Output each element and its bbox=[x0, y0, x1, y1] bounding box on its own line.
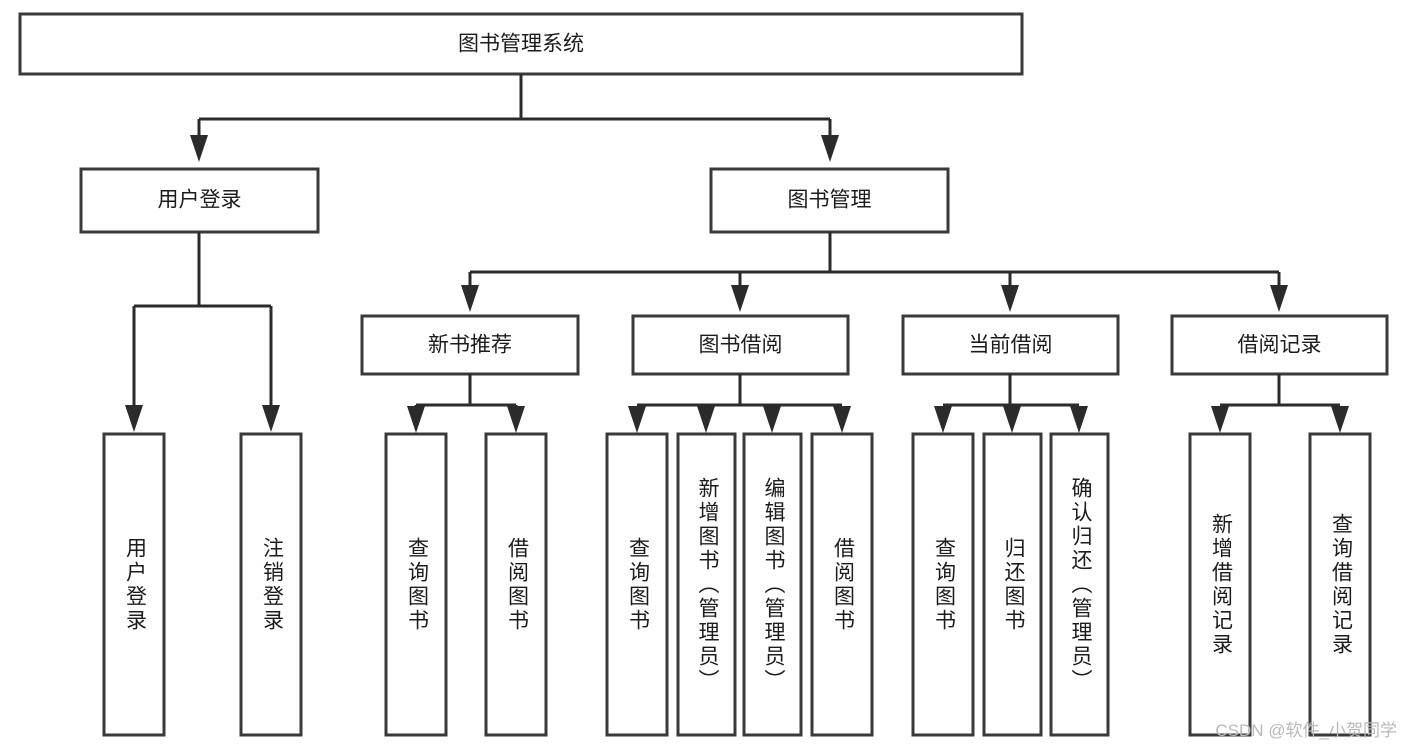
node-root-label: 图书管理系统 bbox=[458, 33, 584, 56]
node-level3-0-label: 新书推荐 bbox=[428, 334, 512, 357]
arrow-currentborrow-leaf-2 bbox=[1003, 406, 1021, 433]
leaf-box-10[interactable] bbox=[1049, 432, 1110, 737]
arrow-to-user-login bbox=[190, 135, 208, 162]
leaf-boxes bbox=[102, 432, 1372, 737]
connector-root-to-level2 bbox=[190, 74, 839, 162]
arrow-bookborrow-leaf-1 bbox=[628, 406, 646, 433]
connector-userlogin-to-leaves bbox=[125, 232, 280, 432]
leaf-box-8[interactable] bbox=[911, 432, 975, 737]
node-level2-1-label: 图书管理 bbox=[788, 189, 872, 212]
arrow-bookborrow-leaf-2 bbox=[697, 406, 715, 433]
arrow-borrowrecord-leaf-1 bbox=[1211, 406, 1229, 433]
arrow-bookborrow-leaf-4 bbox=[833, 406, 851, 433]
node-level3-1-label: 图书借阅 bbox=[699, 334, 783, 357]
leaf-box-2[interactable] bbox=[384, 432, 448, 737]
arrow-currentborrow-leaf-1 bbox=[934, 406, 952, 433]
node-level3-2-label: 当前借阅 bbox=[969, 334, 1053, 357]
leaf-box-5[interactable] bbox=[676, 432, 737, 737]
arrow-borrowrecord-leaf-2 bbox=[1331, 406, 1349, 433]
csdn-watermark: CSDN @软件_小贺同学 bbox=[1215, 721, 1397, 740]
node-level3-1[interactable]: 图书借阅 bbox=[631, 314, 850, 376]
node-level3-0[interactable]: 新书推荐 bbox=[360, 314, 580, 376]
node-level2-0[interactable]: 用户登录 bbox=[79, 167, 320, 234]
node-level2-1[interactable]: 图书管理 bbox=[709, 167, 950, 234]
arrow-to-borrow-record bbox=[1270, 285, 1288, 312]
node-level3-3[interactable]: 借阅记录 bbox=[1170, 314, 1389, 376]
leaf-box-11[interactable] bbox=[1188, 432, 1252, 737]
arrow-to-book-borrow bbox=[731, 285, 749, 312]
connector-currentborrow-to-leaves bbox=[934, 374, 1088, 433]
leaf-box-7[interactable] bbox=[810, 432, 874, 737]
connector-newbook-to-leaves bbox=[407, 374, 525, 433]
arrow-bookborrow-leaf-3 bbox=[763, 406, 781, 433]
arrow-currentborrow-leaf-3 bbox=[1070, 406, 1088, 433]
node-root[interactable]: 图书管理系统 bbox=[18, 12, 1024, 76]
arrow-to-leaf-user-login bbox=[125, 405, 143, 432]
arrow-to-book-mgmt bbox=[821, 135, 839, 162]
leaf-box-6[interactable] bbox=[742, 432, 803, 737]
leaf-box-3[interactable] bbox=[484, 432, 548, 737]
leaf-box-9[interactable] bbox=[982, 432, 1043, 737]
leaf-box-1[interactable] bbox=[239, 432, 303, 737]
leaf-box-0[interactable] bbox=[102, 432, 166, 737]
arrow-newbook-leaf-2 bbox=[507, 406, 525, 433]
leaf-box-4[interactable] bbox=[605, 432, 669, 737]
arrow-to-new-book-rec bbox=[461, 285, 479, 312]
connector-bookborrow-to-leaves bbox=[628, 374, 851, 433]
connector-bookmgmt-to-level3 bbox=[461, 232, 1288, 312]
arrow-to-leaf-logout bbox=[262, 405, 280, 432]
node-level3-3-label: 借阅记录 bbox=[1238, 334, 1322, 357]
arrow-newbook-leaf-1 bbox=[407, 406, 425, 433]
leaf-box-12[interactable] bbox=[1308, 432, 1372, 737]
arrow-to-current-borrow bbox=[1001, 285, 1019, 312]
node-level3-2[interactable]: 当前借阅 bbox=[901, 314, 1120, 376]
node-level2-0-label: 用户登录 bbox=[158, 189, 242, 212]
connector-borrowrecord-to-leaves bbox=[1211, 374, 1349, 433]
